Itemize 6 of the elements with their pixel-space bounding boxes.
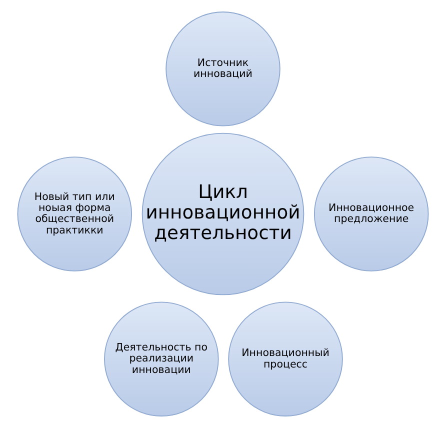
node-circle: Цикл инновационной деятельности (141, 132, 304, 296)
node-circle: Деятельность по реализации инновации (104, 302, 218, 416)
node-circle: Инновационный процесс (228, 302, 342, 416)
node-circle: Источник инноваций (165, 12, 280, 126)
node-circle: Инновационное предложение (313, 156, 428, 272)
node-circle: Новый тип или ноыая форма общественной практикки (16, 156, 132, 272)
